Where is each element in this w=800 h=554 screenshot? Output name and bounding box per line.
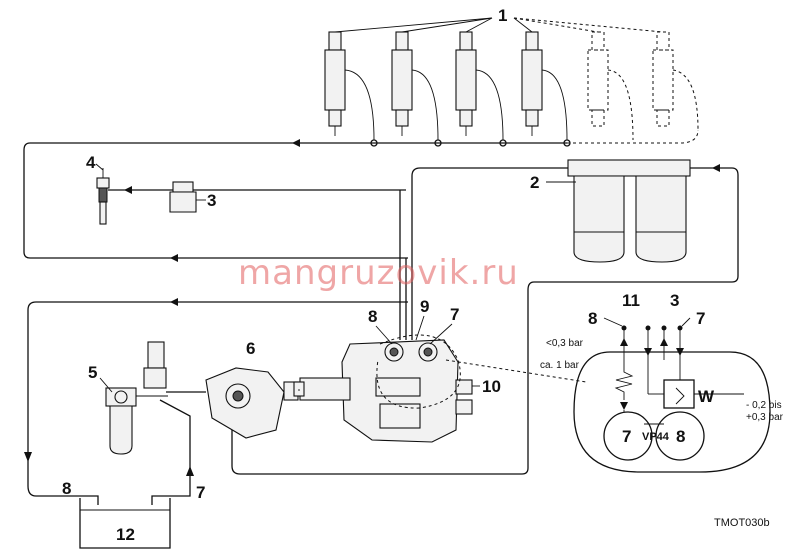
inset-label-ca1: ca. 1 bar — [540, 360, 580, 371]
callout-1-leaders — [334, 17, 664, 33]
inset-valve-symbol: W — [698, 387, 715, 406]
callout-7: 7 — [450, 305, 459, 324]
injector-2 — [391, 31, 439, 141]
callout-8-tank: 8 — [62, 479, 71, 498]
prefilter — [105, 387, 168, 455]
inset-callout-3: 3 — [670, 291, 679, 310]
inset-callout-7: 7 — [696, 309, 705, 328]
injector-1 — [324, 31, 375, 141]
inset-schematic — [445, 317, 771, 473]
callout-6: 6 — [246, 339, 255, 358]
feed-pump — [205, 367, 299, 439]
injector-4 — [521, 31, 568, 141]
overflow-valve — [169, 181, 206, 213]
callout-5: 5 — [88, 363, 97, 382]
callout-1: 1 — [498, 6, 507, 25]
callout-4: 4 — [86, 153, 96, 172]
inset-label-lt-03: <0,3 bar — [546, 338, 584, 349]
injector-6-optional — [652, 31, 699, 131]
fuel-tank — [79, 498, 171, 549]
inset-callout-8: 8 — [588, 309, 597, 328]
injector-3 — [455, 31, 504, 141]
injector-5-optional — [587, 31, 634, 141]
callout-9: 9 — [420, 297, 429, 316]
watermark: mangruzovik.ru — [238, 253, 519, 293]
inset-callout-11: 11 — [622, 291, 640, 310]
inset-circle-left: 7 — [622, 427, 631, 446]
inset-circle-right: 8 — [676, 427, 685, 446]
inset-pump-label: VP44 — [642, 431, 670, 443]
temperature-sensor — [96, 168, 110, 225]
callout-8: 8 — [368, 307, 377, 326]
inset-label-range-a: - 0,2 bis — [746, 400, 782, 411]
callout-12: 12 — [116, 525, 135, 544]
callout-2: 2 — [530, 173, 539, 192]
inset-label-range-b: +0,3 bar — [746, 412, 784, 423]
injection-pump — [293, 334, 473, 443]
figure-code: TMOT030b — [714, 517, 770, 529]
callout-3: 3 — [207, 191, 216, 210]
callout-10: 10 — [482, 377, 501, 396]
hand-pump — [143, 341, 206, 393]
fuel-filter — [567, 159, 691, 263]
callout-7-tank: 7 — [196, 483, 205, 502]
